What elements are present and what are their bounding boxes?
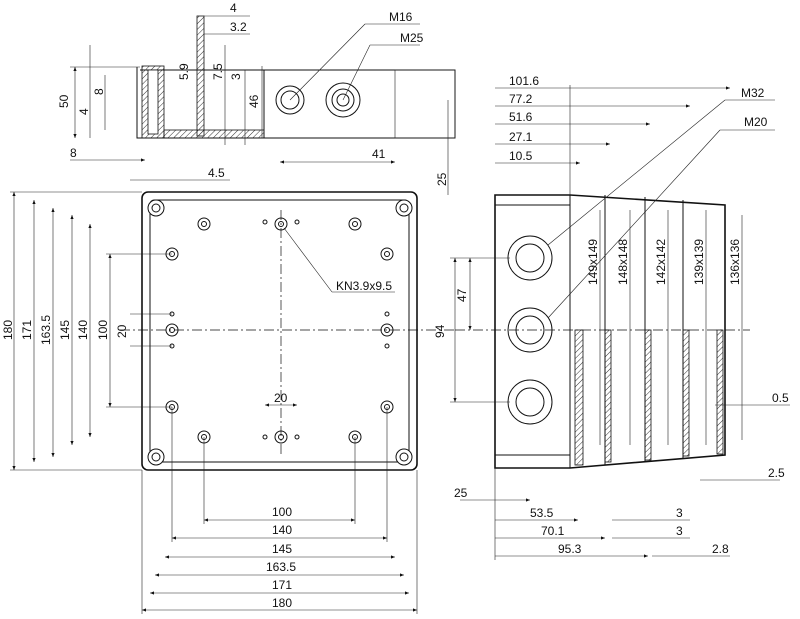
dim-text-25-bottom: 25 — [454, 486, 468, 500]
dim-text-3b: 3 — [676, 524, 683, 538]
dim-text-v-145: 145 — [58, 320, 72, 340]
pin-hole — [262, 219, 268, 225]
dim-text-142x142: 142x142 — [654, 239, 668, 285]
top-view-right-block — [394, 69, 456, 139]
dim-text-46: 46 — [247, 94, 261, 108]
dim-text-53-5: 53.5 — [530, 506, 554, 520]
callout-m20: M20 — [744, 115, 768, 129]
corner-screw-tl — [147, 199, 165, 217]
pin-hole — [384, 311, 390, 317]
corner-screw-tr — [395, 199, 413, 217]
top-section-view — [70, 15, 456, 195]
side-m32-entry — [507, 235, 553, 281]
pin-hole — [384, 343, 390, 349]
dim-text-51-6: 51.6 — [509, 110, 533, 124]
pin-hole — [294, 434, 300, 440]
mount-hole — [348, 217, 362, 231]
dim-text-4-5: 4.5 — [208, 166, 225, 180]
side-wall-section-5 — [716, 329, 724, 455]
dim-text-41: 41 — [372, 147, 386, 161]
dim-text-4-left: 4 — [77, 108, 91, 115]
kn-leader — [283, 227, 333, 293]
m20-leader — [547, 129, 721, 319]
dim-text-h-163-5: 163.5 — [266, 560, 296, 574]
corner-screw-bl — [147, 448, 165, 466]
dim-text-3: 3 — [229, 73, 243, 80]
side-wall-section-4 — [682, 329, 690, 457]
dim-text-4: 4 — [230, 1, 237, 15]
side-view — [450, 85, 790, 560]
dim-text-148x148: 148x148 — [616, 239, 630, 285]
pin-hole — [294, 219, 300, 225]
dim-text-h-145: 145 — [272, 542, 292, 556]
dim-text-95-3: 95.3 — [558, 542, 582, 556]
dim-text-h-140: 140 — [272, 523, 292, 537]
dim-text-3a: 3 — [676, 506, 683, 520]
callout-m25: M25 — [400, 31, 424, 45]
dim-text-70-1: 70.1 — [541, 524, 565, 538]
dim-text-v-163-5: 163.5 — [39, 315, 53, 345]
callout-kn: KN3.9x9.5 — [336, 279, 392, 293]
dim-text-101-6: 101.6 — [509, 74, 539, 88]
dim-text-5-9: 5.9 — [177, 63, 191, 80]
top-view-screw-section — [196, 15, 205, 137]
side-wall-section-1 — [574, 329, 584, 466]
dim-text-2-8: 2.8 — [712, 542, 729, 556]
dim-text-h-100: 100 — [272, 505, 292, 519]
dim-text-0-5: 0.5 — [772, 391, 789, 405]
dim-text-25-top: 25 — [435, 172, 449, 186]
dim-text-94: 94 — [433, 324, 447, 338]
front-view-inner-frame — [149, 199, 410, 463]
side-wall-section-3 — [644, 329, 652, 461]
dim-text-139x139: 139x139 — [692, 239, 706, 285]
side-m32-entry-lower — [507, 379, 553, 425]
dim-text-136x136: 136x136 — [728, 239, 742, 285]
m16-leader — [289, 23, 366, 101]
m32-leader — [547, 99, 726, 246]
mount-hole — [197, 217, 211, 231]
front-view — [10, 191, 455, 614]
dim-text-47: 47 — [455, 288, 469, 302]
dim-text-2-5: 2.5 — [768, 466, 785, 480]
dim-text-8-bottom: 8 — [70, 146, 77, 160]
dim-text-77-2: 77.2 — [509, 92, 533, 106]
dim-text-3-2: 3.2 — [230, 20, 247, 34]
dim-text-v-171: 171 — [20, 320, 34, 340]
dim-text-small-20-v: 20 — [115, 324, 129, 338]
pin-hole — [262, 434, 268, 440]
top-view-wall-cavity — [147, 69, 159, 135]
dim-text-8-left: 8 — [92, 88, 106, 95]
callout-m32: M32 — [741, 86, 765, 100]
dim-text-v-140: 140 — [76, 320, 90, 340]
dim-text-27-1: 27.1 — [509, 130, 533, 144]
dim-text-10-5: 10.5 — [509, 149, 533, 163]
dim-text-v-100: 100 — [96, 320, 110, 340]
dim-text-50: 50 — [57, 94, 71, 108]
callout-m16: M16 — [389, 10, 413, 24]
dim-text-small-20-h: 20 — [274, 391, 288, 405]
mount-hole — [380, 247, 394, 261]
dim-text-h-180: 180 — [272, 596, 292, 610]
corner-screw-br — [395, 448, 413, 466]
top-view-bottom-section — [163, 129, 265, 139]
dim-text-v-180: 180 — [1, 320, 15, 340]
dim-text-h-171: 171 — [272, 578, 292, 592]
dim-text-7-5: 7.5 — [211, 63, 225, 80]
dim-text-149x149: 149x149 — [586, 239, 600, 285]
m25-leader — [342, 44, 371, 101]
side-wall-section-2 — [604, 329, 612, 463]
front-view-outer-frame — [141, 191, 418, 471]
